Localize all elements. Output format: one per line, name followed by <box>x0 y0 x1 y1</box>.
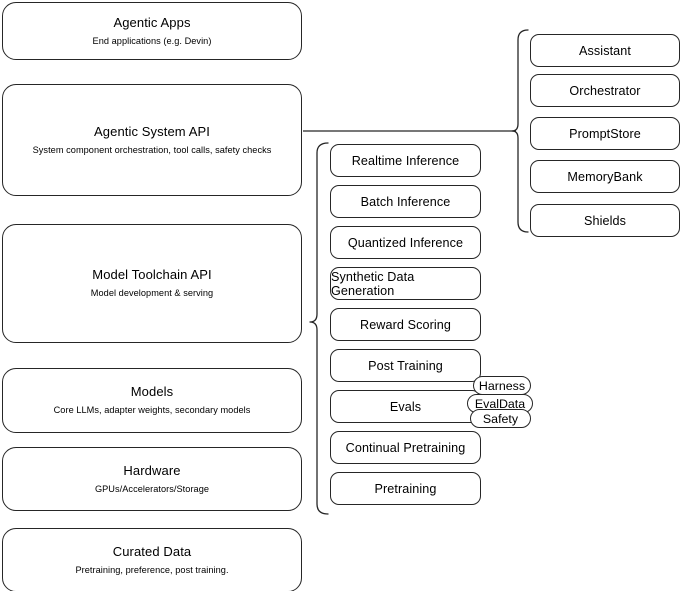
toolchain-component-pretraining[interactable]: Pretraining <box>330 472 481 505</box>
stack-layer-agentic-apps[interactable]: Agentic Apps End applications (e.g. Devi… <box>2 2 302 60</box>
stack-layer-subtitle: System component orchestration, tool cal… <box>32 144 272 155</box>
toolchain-component-batch-inference[interactable]: Batch Inference <box>330 185 481 218</box>
toolchain-component-synthetic-data-generation[interactable]: Synthetic Data Generation <box>330 267 481 300</box>
stack-layer-subtitle: GPUs/Accelerators/Storage <box>94 483 210 494</box>
toolchain-component-realtime-inference[interactable]: Realtime Inference <box>330 144 481 177</box>
toolchain-component-post-training[interactable]: Post Training <box>330 349 481 382</box>
brace-agentic-components <box>511 29 529 233</box>
eval-tag-label: Harness <box>478 378 526 393</box>
agentic-component-orchestrator[interactable]: Orchestrator <box>530 74 680 107</box>
eval-tag-harness[interactable]: Harness <box>473 376 531 395</box>
component-label: Shields <box>583 213 626 228</box>
stack-layer-hardware[interactable]: Hardware GPUs/Accelerators/Storage <box>2 447 302 511</box>
toolchain-component-continual-pretraining[interactable]: Continual Pretraining <box>330 431 481 464</box>
stack-layer-subtitle: Core LLMs, adapter weights, secondary mo… <box>53 405 251 415</box>
component-label: Reward Scoring <box>360 317 451 332</box>
component-label: Post Training <box>368 358 443 373</box>
component-label: Quantized Inference <box>347 235 464 250</box>
toolchain-component-reward-scoring[interactable]: Reward Scoring <box>330 308 481 341</box>
agentic-component-memorybank[interactable]: MemoryBank <box>530 160 680 193</box>
agentic-component-shields[interactable]: Shields <box>530 204 680 237</box>
agentic-component-assistant[interactable]: Assistant <box>530 34 680 67</box>
stack-layer-curated-data[interactable]: Curated Data Pretraining, preference, po… <box>2 528 302 591</box>
component-label: PromptStore <box>569 126 641 141</box>
stack-layer-subtitle: Pretraining, preference, post training. <box>75 564 229 575</box>
component-label: Orchestrator <box>569 83 641 98</box>
stack-layer-agentic-system-api[interactable]: Agentic System API System component orch… <box>2 84 302 196</box>
component-label: MemoryBank <box>567 169 643 184</box>
component-label: Evals <box>389 399 422 414</box>
stack-layer-title: Agentic System API <box>94 123 210 139</box>
stack-layer-subtitle: End applications (e.g. Devin) <box>92 35 212 46</box>
eval-tag-safety[interactable]: Safety <box>470 409 531 428</box>
component-label: Continual Pretraining <box>345 440 466 455</box>
component-label: Batch Inference <box>360 194 451 209</box>
component-label: Pretraining <box>374 481 437 496</box>
component-label: Synthetic Data Generation <box>331 269 415 298</box>
stack-layer-models[interactable]: Models Core LLMs, adapter weights, secon… <box>2 368 302 433</box>
stack-layer-title: Hardware <box>123 462 181 478</box>
agentic-component-promptstore[interactable]: PromptStore <box>530 117 680 150</box>
stack-layer-title: Curated Data <box>112 543 192 559</box>
stack-layer-title: Model Toolchain API <box>92 267 212 282</box>
stack-layer-title: Models <box>130 384 174 399</box>
component-label: Assistant <box>579 43 631 58</box>
eval-tag-label: Safety <box>482 411 519 426</box>
stack-layer-subtitle: Model development & serving <box>90 288 214 298</box>
stack-layer-title: Agentic Apps <box>113 14 191 30</box>
component-label: Realtime Inference <box>351 153 460 168</box>
toolchain-component-quantized-inference[interactable]: Quantized Inference <box>330 226 481 259</box>
stack-layer-model-toolchain-api[interactable]: Model Toolchain API Model development & … <box>2 224 302 343</box>
eval-tag-label: EvalData <box>474 396 526 411</box>
toolchain-component-evals[interactable]: Evals <box>330 390 481 423</box>
brace-toolchain-components <box>309 142 329 515</box>
